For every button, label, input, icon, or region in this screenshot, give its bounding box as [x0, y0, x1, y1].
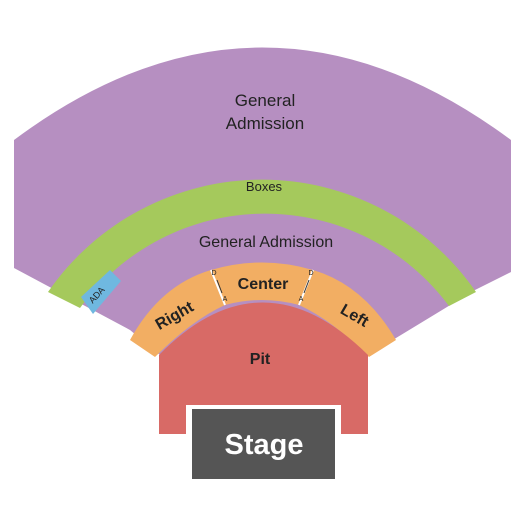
- section-right[interactable]: [130, 270, 225, 357]
- section-pit[interactable]: [159, 302, 368, 435]
- section-ada[interactable]: [81, 270, 121, 314]
- section-center[interactable]: [211, 262, 313, 306]
- ada-small-left-divider: [216, 279, 223, 294]
- section-boxes[interactable]: [48, 179, 476, 308]
- center-label: Center: [238, 276, 289, 293]
- divider-right-center: [210, 269, 226, 306]
- inner-ga-label: General Admission: [199, 234, 333, 251]
- ada-small-left-d: D: [211, 270, 216, 277]
- outer-ga-label-line1: General: [235, 91, 295, 110]
- section-left[interactable]: [299, 270, 396, 357]
- ada-small-right-d: D: [308, 270, 313, 277]
- pit-label: Pit: [250, 351, 271, 368]
- boxes-label: Boxes: [246, 179, 283, 194]
- ada-small-left-a: A: [223, 296, 228, 303]
- ada-small-right-divider: [303, 279, 310, 294]
- outer-ga-label-line2: Admission: [226, 114, 304, 133]
- stage-label: Stage: [225, 429, 304, 461]
- stage: [192, 409, 335, 479]
- ada-small-right-a: A: [299, 296, 304, 303]
